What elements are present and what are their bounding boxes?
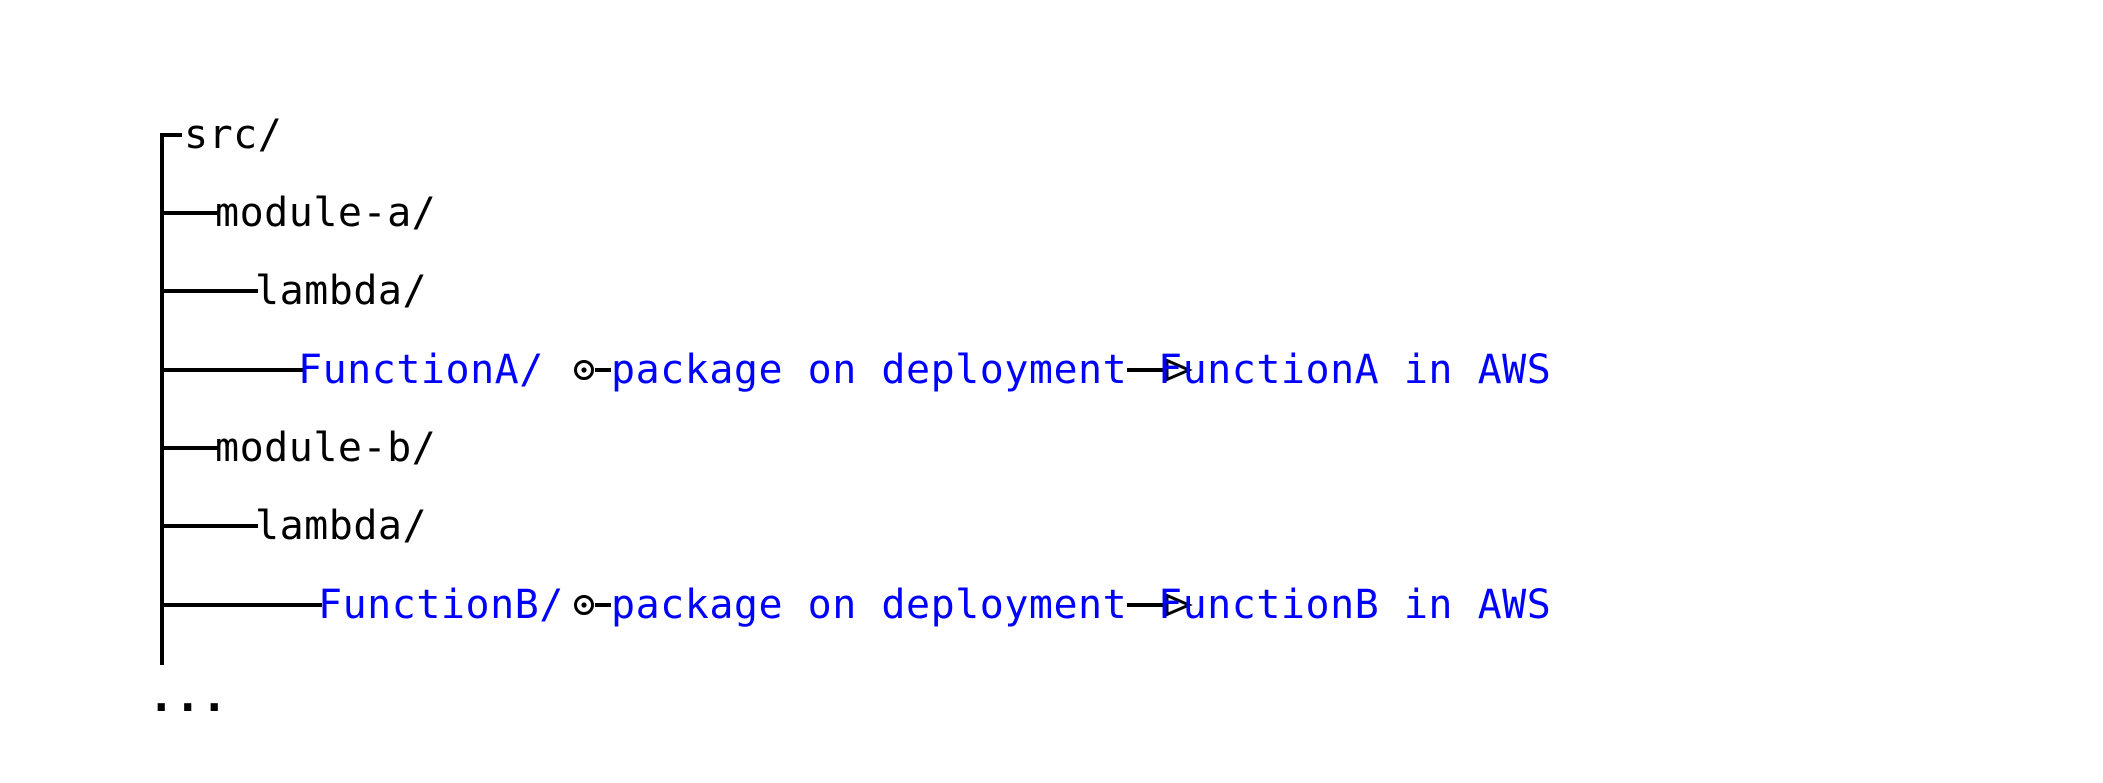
annotation-label: package on deployment: [611, 582, 1128, 628]
tree-node-lambda[interactable]: lambda/: [255, 503, 428, 549]
deployment-annotation: package on deployment: [573, 582, 1194, 628]
annotation-target-label[interactable]: FunctionB in AWS: [1158, 582, 1552, 628]
bullseye-icon: [573, 594, 595, 616]
tree-node-src[interactable]: src/: [184, 112, 283, 158]
annotation-label: package on deployment: [611, 347, 1128, 393]
tree-node-functiona[interactable]: FunctionA/: [298, 347, 544, 393]
tree-branch-connector: [160, 289, 258, 293]
bullseye-icon: [573, 359, 595, 381]
open-triangle-arrow-icon: [1127, 357, 1194, 383]
tree-node-functionb[interactable]: FunctionB/: [318, 582, 564, 628]
tree-node-module-b[interactable]: module-b/: [215, 425, 437, 471]
tree-ellipsis: ...: [148, 671, 228, 722]
annotation-stub-line: [595, 368, 611, 372]
tree-branch-connector: [160, 368, 303, 372]
tree-branch-connector: [160, 211, 218, 215]
tree-spine: [160, 133, 164, 665]
tree-branch-connector: [160, 446, 218, 450]
annotation-stub-line: [595, 603, 611, 607]
tree-node-lambda[interactable]: lambda/: [255, 268, 428, 314]
tree-branch-connector: [160, 524, 258, 528]
tree-branch-connector: [160, 133, 182, 137]
deployment-annotation: package on deployment: [573, 347, 1194, 393]
annotation-target-label[interactable]: FunctionA in AWS: [1158, 347, 1552, 393]
tree-branch-connector: [160, 603, 322, 607]
tree-node-module-a[interactable]: module-a/: [215, 190, 437, 236]
open-triangle-arrow-icon: [1127, 592, 1194, 618]
